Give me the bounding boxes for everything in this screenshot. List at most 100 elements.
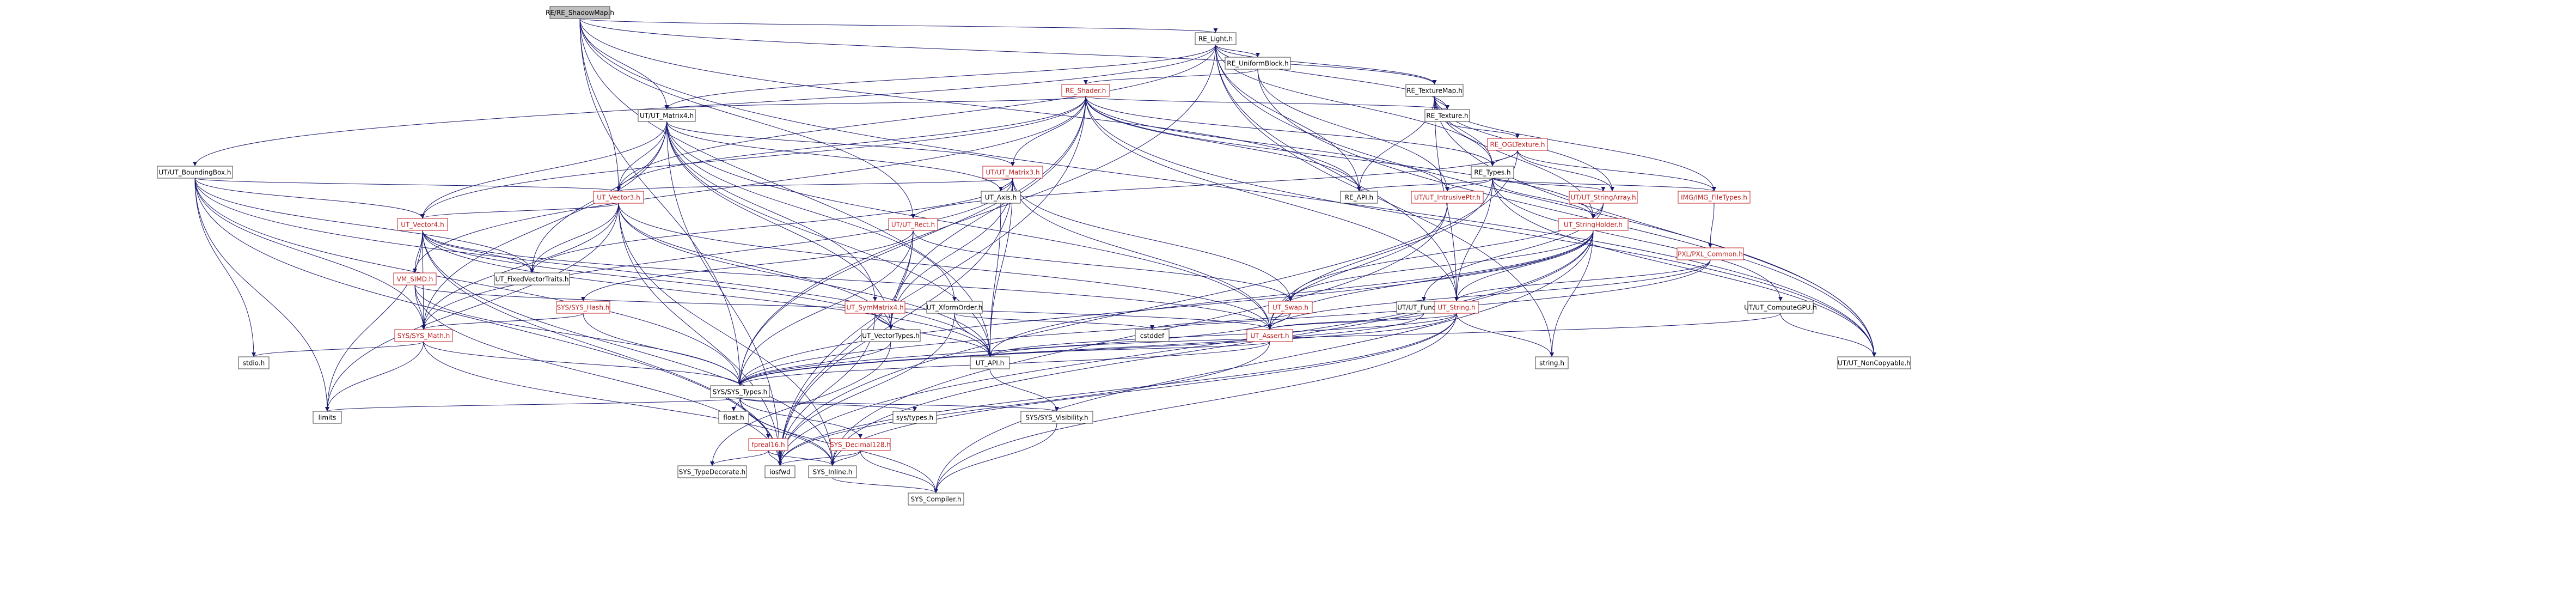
node-ut-string[interactable]: UT_String.h	[1434, 301, 1479, 314]
node-ut-bbox[interactable]: UT/UT_BoundingBox.h	[157, 166, 233, 179]
node-stdio-h[interactable]: stdio.h	[238, 356, 270, 369]
edge-ut_strholder-to-ut_api	[988, 230, 1594, 357]
node-sys-inline[interactable]: SYS_Inline.h	[808, 465, 857, 478]
node-sys-decimal[interactable]: SYS_Decimal128.h	[830, 438, 891, 451]
edge-re_light-to-sys_types	[738, 44, 1216, 386]
node-box	[1424, 109, 1470, 122]
edge-ut_string-to-sys_compiler	[934, 313, 1457, 494]
edge-root-to-ut_noncopy	[579, 18, 1876, 357]
edge-re_shader-to-ut_vector4	[420, 96, 1086, 219]
node-ut-vector3[interactable]: UT_Vector3.h	[593, 191, 644, 204]
node-label: IMG/IMG_FileTypes.h	[1681, 194, 1747, 202]
node-fpreal16[interactable]: fpreal16.h	[748, 438, 788, 451]
node-ut-api[interactable]: UT_API.h	[970, 356, 1010, 369]
node-img-filetypes[interactable]: IMG/IMG_FileTypes.h	[1678, 191, 1751, 204]
node-ut-rect[interactable]: UT/UT_Rect.h	[888, 218, 938, 231]
node-box	[718, 411, 749, 424]
edge-ut_matrix3-to-ut_swap	[1012, 178, 1293, 302]
node-ut-symmatrix4[interactable]: UT_SymMatrix4.h	[845, 301, 905, 314]
edge-ut_vector4-to-ut_api	[422, 230, 992, 357]
edge-ut_functor-to-ut_assert	[1268, 313, 1424, 330]
node-ut-assert[interactable]: UT_Assert.h	[1246, 329, 1293, 342]
node-box	[1434, 301, 1479, 314]
node-string-h[interactable]: string.h	[1535, 356, 1569, 369]
edge-re_types-to-ut_string	[1454, 178, 1493, 302]
node-pxl-common[interactable]: PXL/PXL_Common.h	[1676, 247, 1744, 260]
node-ut-noncopy[interactable]: UT/UT_NonCopyable.h	[1837, 356, 1911, 369]
node-re-shader[interactable]: RE_Shader.h	[1061, 84, 1110, 97]
node-re-texture[interactable]: RE_Texture.h	[1424, 109, 1470, 122]
node-box	[313, 411, 342, 424]
edge-sys_types-to-limits	[325, 397, 741, 412]
node-label: RE_Texture.h	[1426, 112, 1468, 120]
node-cstddef[interactable]: cstddef	[1135, 329, 1170, 342]
node-ut-vectypes[interactable]: UT_VectorTypes.h	[861, 329, 921, 342]
node-sys-math[interactable]: SYS/SYS_Math.h	[394, 329, 453, 342]
node-sys-types[interactable]: SYS/SYS_Types.h	[710, 385, 770, 398]
node-iosfwd[interactable]: iosfwd	[764, 465, 796, 478]
node-ut-matrix3[interactable]: UT/UT_Matrix3.h	[982, 166, 1043, 179]
node-re-types[interactable]: RE_Types.h	[1471, 166, 1514, 179]
node-box	[808, 465, 857, 478]
edge-re_uniform-to-re_shader	[1084, 69, 1258, 85]
node-ut-matrix4[interactable]: UT/UT_Matrix4.h	[638, 109, 696, 122]
node-vm-simd[interactable]: VM_SIMD.h	[393, 272, 437, 285]
node-float-h[interactable]: float.h	[718, 411, 749, 424]
node-limits[interactable]: limits	[313, 411, 342, 424]
edge-fpreal16-to-sys_inline	[768, 450, 835, 466]
edge-ut_strholder-to-sys_inline	[830, 230, 1594, 466]
edge-ut_bbox-to-ut_fixedvec	[194, 178, 534, 273]
node-box	[394, 329, 453, 342]
node-re-texmap[interactable]: RE_TextureMap.h	[1405, 84, 1464, 97]
edge-sys_decimal-to-sys_inline	[830, 450, 861, 466]
edge-sys_types-to-sys_vis	[739, 397, 1059, 412]
edge-ut_xform-to-ut_api	[954, 313, 992, 357]
edge-sys_hash-to-sys_types	[583, 313, 742, 386]
node-ut-swap[interactable]: UT_Swap.h	[1268, 301, 1313, 314]
node-box	[1837, 356, 1911, 369]
node-label: sys/types.h	[896, 414, 933, 422]
node-ut-strholder[interactable]: UT_StringHolder.h	[1558, 218, 1629, 231]
node-box	[397, 218, 448, 231]
node-ut-strarray[interactable]: UT/UT_StringArray.h	[1569, 191, 1638, 204]
node-label: cstddef	[1140, 332, 1165, 340]
node-sys-vis[interactable]: SYS/SYS_Visibility.h	[1020, 411, 1093, 424]
edge-ut_strholder-to-sys_compiler	[934, 230, 1594, 494]
node-box	[157, 166, 233, 179]
node-label: SYS_TypeDecorate.h	[679, 469, 745, 476]
edge-ut_functor-to-sys_types	[738, 313, 1424, 386]
node-label: SYS_Inline.h	[813, 469, 853, 476]
edge-ut_bbox-to-stdio_h	[194, 178, 256, 357]
node-re-api[interactable]: RE_API.h	[1340, 191, 1378, 204]
edge-re_light-to-ut_vector3	[616, 44, 1216, 192]
node-re-uniform[interactable]: RE_UniformBlock.h	[1225, 57, 1291, 70]
node-ut-intrusive[interactable]: UT/UT_IntrusivePtr.h	[1411, 191, 1484, 204]
node-ut-xform[interactable]: UT_XformOrder.h	[926, 301, 983, 314]
edge-re_shader-to-ut_noncopy	[1085, 96, 1876, 357]
node-ut-vector4[interactable]: UT_Vector4.h	[397, 218, 448, 231]
node-label: UT/UT_Matrix3.h	[986, 169, 1039, 177]
edge-re_uniform-to-ut_noncopy	[1257, 69, 1876, 357]
node-root[interactable]: RE/RE_ShadowMap.h	[546, 6, 614, 19]
node-sys-compiler[interactable]: SYS_Compiler.h	[908, 492, 964, 506]
node-re-light[interactable]: RE_Light.h	[1195, 32, 1237, 45]
node-box	[1135, 329, 1170, 342]
node-sys-systypes[interactable]: sys/types.h	[892, 411, 937, 424]
edge-re_texmap-to-re_types	[1434, 96, 1495, 167]
edge-re_shader-to-ut_matrix4	[665, 96, 1086, 110]
edge-re_types-to-ut_computegpu	[1492, 178, 1783, 302]
edge-ut_computegpu-to-ut_api	[988, 313, 1781, 357]
node-label: UT/UT_BoundingBox.h	[159, 169, 231, 177]
node-ut-axis[interactable]: UT_Axis.h	[981, 191, 1021, 204]
node-ut-computegpu[interactable]: UT/UT_ComputeGPU.h	[1744, 301, 1817, 314]
node-sys-hash[interactable]: SYS/SYS_Hash.h	[556, 301, 610, 314]
node-sys-typedecorate[interactable]: SYS_TypeDecorate.h	[677, 465, 747, 478]
edge-ut_vector4-to-ut_fixedvec	[422, 230, 534, 273]
edge-ut_vector4-to-iosfwd	[422, 230, 782, 466]
node-re-oglt[interactable]: RE_OGLTexture.h	[1487, 138, 1548, 151]
edge-ut_rect-to-ut_vectypes	[889, 230, 914, 330]
edge-root-to-ut_api	[579, 18, 992, 357]
node-ut-fixedvec[interactable]: UT_FixedVectorTraits.h	[494, 272, 570, 285]
edge-ut_matrix3-to-ut_api	[988, 178, 1013, 357]
node-box	[845, 301, 905, 314]
